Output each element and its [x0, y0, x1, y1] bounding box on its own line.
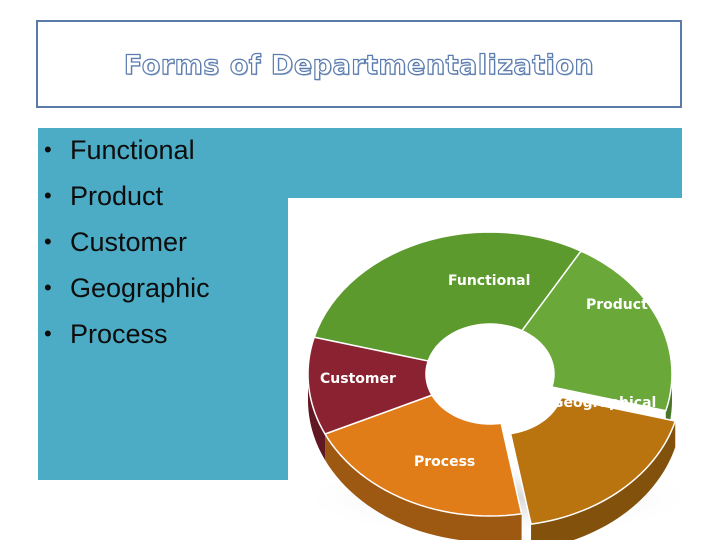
- bullet-item-customer: • Customer: [42, 223, 210, 269]
- bullet-dot: •: [44, 321, 52, 346]
- bullet-item-functional: • Functional: [42, 131, 210, 177]
- bullet-text: Geographic: [70, 273, 210, 303]
- bullet-text: Customer: [70, 227, 188, 257]
- bullet-item-geographic: • Geographic: [42, 269, 210, 315]
- bullet-dot: •: [44, 183, 52, 208]
- bullet-item-process: • Process: [42, 315, 210, 361]
- bullet-text: Product: [70, 181, 164, 211]
- segment-label-geographical: Geographical: [552, 395, 656, 411]
- segment-side-geographical: [531, 421, 676, 540]
- bullet-dot: •: [44, 229, 52, 254]
- ring-center-hole: [426, 324, 554, 424]
- diagram-image-area: Functional Product Geographical Process …: [288, 198, 720, 540]
- segment-side-process: [325, 434, 522, 540]
- segment-label-product: Product: [586, 297, 648, 313]
- slide-title: Forms of Departmentalization: [123, 49, 595, 81]
- segment-label-customer: Customer: [320, 371, 396, 387]
- bullet-item-product: • Product: [42, 177, 210, 223]
- bullet-text: Functional: [70, 135, 195, 165]
- segment-label-process: Process: [414, 454, 475, 470]
- ring-diagram: Functional Product Geographical Process …: [298, 231, 698, 540]
- segment-geographical: [509, 396, 677, 526]
- bullet-dot: •: [44, 275, 52, 300]
- bullet-dot: •: [44, 137, 52, 162]
- bullet-list: • Functional • Product • Customer • Geograph…: [42, 131, 210, 361]
- bullet-text: Process: [70, 319, 168, 349]
- segment-label-functional: Functional: [448, 273, 530, 289]
- title-box: Forms of Departmentalization: [36, 20, 682, 108]
